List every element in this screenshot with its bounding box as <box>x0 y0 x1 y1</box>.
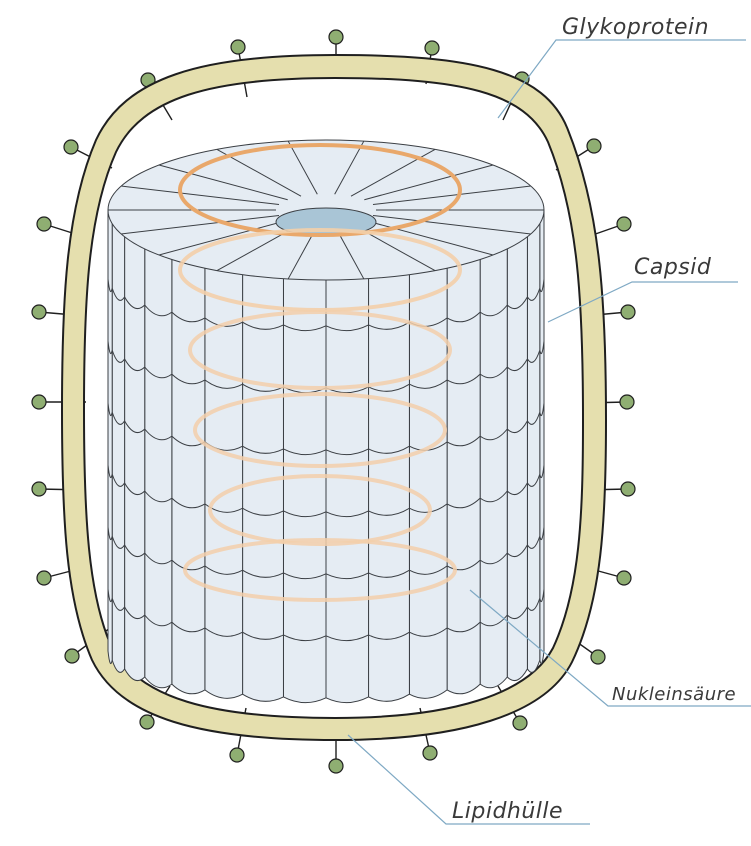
nucleic-acid-loop <box>188 310 452 390</box>
capsid <box>107 139 545 704</box>
label-glycoprotein: Glykoprotein <box>562 15 709 40</box>
glycoprotein-spike <box>583 304 636 320</box>
label-nucleic-acid: Nukleinsäure <box>612 684 736 705</box>
capsid-ring <box>107 580 545 704</box>
nucleic-acid-loop <box>193 392 447 468</box>
label-capsid: Capsid <box>634 255 712 280</box>
leader-nucleic-acid <box>469 589 751 707</box>
nucleic-acid-loop <box>208 474 432 546</box>
lipid-envelope <box>60 53 608 742</box>
nucleic-acid-helix <box>178 143 462 602</box>
glycoprotein-spike <box>139 685 171 730</box>
capsid-top <box>107 139 545 281</box>
leader-glycoprotein <box>497 39 746 119</box>
label-leader-lines <box>347 39 751 825</box>
nucleic-acid-loop <box>178 143 462 237</box>
capsid-ring <box>107 270 545 394</box>
label-lipid-envelope: Lipidhülle <box>452 799 563 824</box>
nucleic-acid-loop <box>183 538 457 602</box>
leader-lipid-envelope <box>347 734 590 825</box>
leader-capsid <box>547 281 738 323</box>
capsid-ring <box>107 518 545 642</box>
